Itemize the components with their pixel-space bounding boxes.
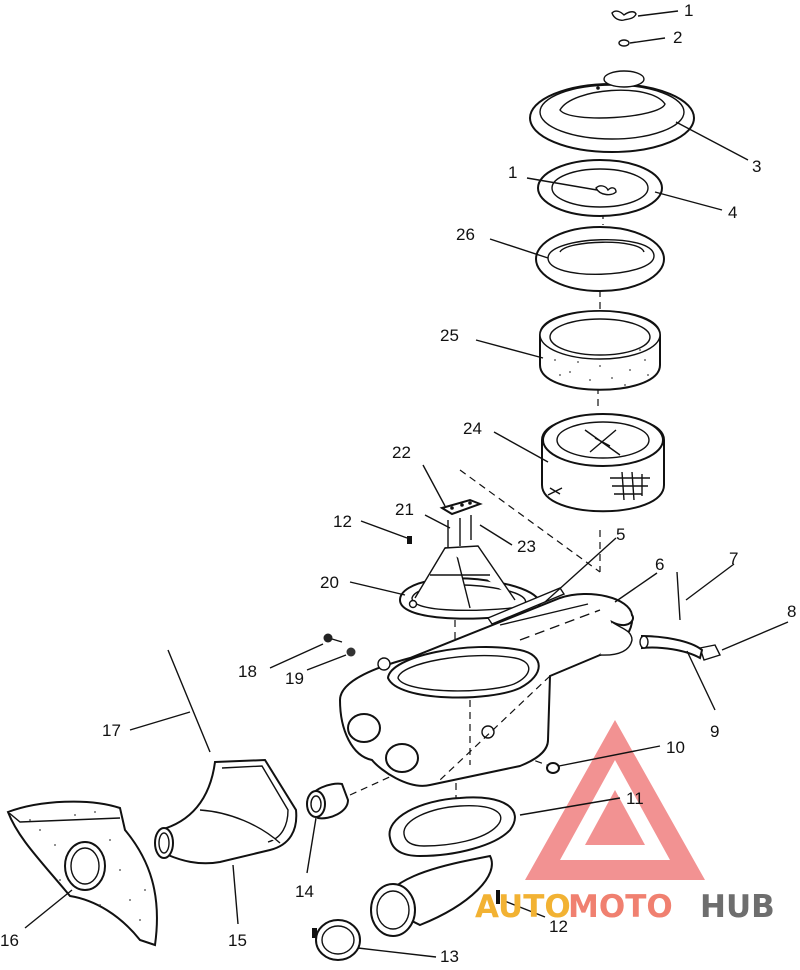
part-breather-hose — [639, 634, 704, 660]
part-screw-lower — [496, 890, 500, 904]
callout-12-lower: 12 — [549, 917, 568, 936]
callout-14: 14 — [295, 882, 314, 901]
part-wing-nut-top — [611, 10, 637, 21]
part-filter-lid — [535, 226, 665, 292]
callout-10: 10 — [666, 738, 685, 757]
callout-6: 6 — [655, 555, 664, 574]
callout-23: 23 — [517, 537, 536, 556]
part-breather-rod — [676, 571, 681, 621]
part-foam-prefilter — [539, 310, 661, 391]
part-screw-upper — [407, 536, 412, 544]
callout-3: 3 — [752, 157, 761, 176]
callout-2: 2 — [673, 28, 682, 47]
part-tube-coupler — [306, 782, 350, 820]
part-bracket-plate — [439, 498, 483, 516]
callout-15: 15 — [228, 931, 247, 950]
callout-19: 19 — [285, 669, 304, 688]
watermark-logo-triangle — [525, 720, 705, 880]
callout-21: 21 — [395, 500, 414, 519]
part-wing-nut-middle — [595, 185, 617, 196]
callout-11: 11 — [626, 789, 644, 808]
callout-4: 4 — [728, 203, 737, 222]
callout-1-top: 1 — [684, 1, 693, 20]
callout-18: 18 — [238, 662, 257, 681]
part-studs — [447, 515, 472, 548]
callout-9: 9 — [710, 722, 719, 741]
part-airbox-cover — [529, 70, 695, 153]
part-washer-10 — [546, 762, 560, 774]
part-intake-boot — [154, 758, 298, 865]
watermark-auto: AUTO — [475, 889, 571, 925]
callout-16: 16 — [0, 931, 19, 950]
callout-20: 20 — [320, 573, 339, 592]
callout-26: 26 — [456, 225, 475, 244]
watermark-hub: HUB — [700, 889, 775, 925]
part-filter-element — [541, 413, 665, 513]
part-lower-gasket — [388, 796, 516, 858]
leader-lines — [24, 10, 789, 958]
callout-24: 24 — [463, 419, 482, 438]
part-nut-19 — [346, 647, 391, 671]
part-bolt-18 — [323, 633, 343, 643]
callout-5: 5 — [616, 525, 625, 544]
callout-13: 13 — [440, 947, 459, 966]
callout-8: 8 — [787, 602, 796, 621]
part-housing-gasket — [486, 587, 566, 625]
part-airbox-housing — [338, 593, 634, 787]
callout-22: 22 — [392, 443, 411, 462]
part-shroud-cover — [6, 800, 158, 947]
callout-7: 7 — [729, 549, 738, 568]
callout-12-upper: 12 — [333, 512, 352, 531]
callout-17: 17 — [102, 721, 121, 740]
callout-25: 25 — [440, 326, 459, 345]
watermark-moto: MOTO — [568, 889, 673, 925]
callout-1-middle: 1 — [508, 163, 517, 182]
part-hose-fitting — [699, 644, 721, 661]
watermark-text: AUTO MOTO HUB — [475, 889, 775, 925]
part-washer-top — [618, 39, 630, 47]
part-lower-intake-duct — [312, 854, 493, 961]
part-long-rod — [167, 649, 211, 753]
